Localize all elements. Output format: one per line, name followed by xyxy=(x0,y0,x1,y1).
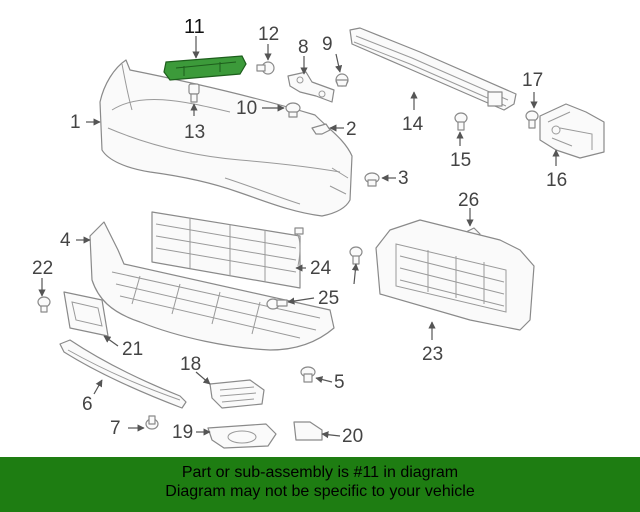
callout-19[interactable]: 19 xyxy=(172,422,193,443)
callout-9[interactable]: 9 xyxy=(322,34,333,55)
callout-12[interactable]: 12 xyxy=(258,24,279,45)
bracket-part-11[interactable] xyxy=(163,55,247,81)
clip-part-5[interactable] xyxy=(300,366,316,383)
bolt-part-17[interactable] xyxy=(525,110,539,129)
callout-24[interactable]: 24 xyxy=(310,258,332,279)
lower-bumper-part-4[interactable] xyxy=(89,221,335,351)
fog-bezel-part-19[interactable] xyxy=(207,423,277,449)
clip-part-9[interactable] xyxy=(335,73,349,87)
bolt-part-12[interactable] xyxy=(256,61,275,75)
leader-lines xyxy=(38,36,560,439)
clip-part-7[interactable] xyxy=(145,415,159,430)
callout-17[interactable]: 17 xyxy=(522,70,543,91)
callout-4[interactable]: 4 xyxy=(60,230,71,251)
callout-3[interactable]: 3 xyxy=(398,168,409,189)
bracket-part-8[interactable] xyxy=(287,71,335,103)
cover-part-20[interactable] xyxy=(293,421,323,441)
callout-8[interactable]: 8 xyxy=(298,37,309,58)
mounting-bracket-part-16[interactable] xyxy=(539,103,605,159)
callout-5[interactable]: 5 xyxy=(334,372,345,393)
parts-diagram: 11 12 8 9 10 13 1 2 3 14 15 17 16 26 4 2… xyxy=(32,16,605,449)
callout-20[interactable]: 20 xyxy=(342,426,363,447)
callout-7[interactable]: 7 xyxy=(110,418,121,439)
clip-part-3[interactable] xyxy=(364,172,380,187)
clip-part-2[interactable] xyxy=(311,123,331,135)
callout-14[interactable]: 14 xyxy=(402,114,424,135)
fog-trim-part-18[interactable] xyxy=(209,379,265,409)
callout-15[interactable]: 15 xyxy=(450,150,471,171)
shutter-assembly-part-24[interactable] xyxy=(151,211,304,289)
callout-13[interactable]: 13 xyxy=(184,122,205,143)
callout-16[interactable]: 16 xyxy=(546,170,567,191)
callout-25[interactable]: 25 xyxy=(318,288,339,309)
lower-trim-part-6[interactable] xyxy=(59,339,187,409)
diagram-notice-banner: Part or sub-assembly is #11 in diagram D… xyxy=(0,457,640,512)
notice-line-disclaimer: Diagram may not be specific to your vehi… xyxy=(165,483,475,500)
clip-part-13[interactable] xyxy=(188,83,200,103)
callout-labels: 11 12 8 9 10 13 1 2 3 14 15 17 16 26 4 2… xyxy=(32,16,567,447)
notice-line-part: Part or sub-assembly is #11 in diagram xyxy=(181,464,459,481)
screw-part-22[interactable] xyxy=(37,296,51,313)
reinforcement-beam-part-14[interactable] xyxy=(349,27,517,111)
bumper-cover-part-1[interactable] xyxy=(99,59,353,217)
fastener-part-10[interactable] xyxy=(285,102,301,118)
callout-22[interactable]: 22 xyxy=(32,258,53,279)
bolt-part-15[interactable] xyxy=(454,112,468,131)
callout-10[interactable]: 10 xyxy=(236,98,257,119)
callout-6[interactable]: 6 xyxy=(82,394,93,415)
plate-bracket-part-21[interactable] xyxy=(63,291,109,337)
callout-11[interactable]: 11 xyxy=(184,16,205,38)
callout-23[interactable]: 23 xyxy=(422,344,443,365)
radiator-support-part-23[interactable] xyxy=(375,219,535,331)
callout-18[interactable]: 18 xyxy=(180,354,201,375)
callout-1[interactable]: 1 xyxy=(70,112,81,133)
callout-21[interactable]: 21 xyxy=(122,339,143,360)
callout-2[interactable]: 2 xyxy=(346,119,357,140)
callout-26[interactable]: 26 xyxy=(458,190,479,211)
